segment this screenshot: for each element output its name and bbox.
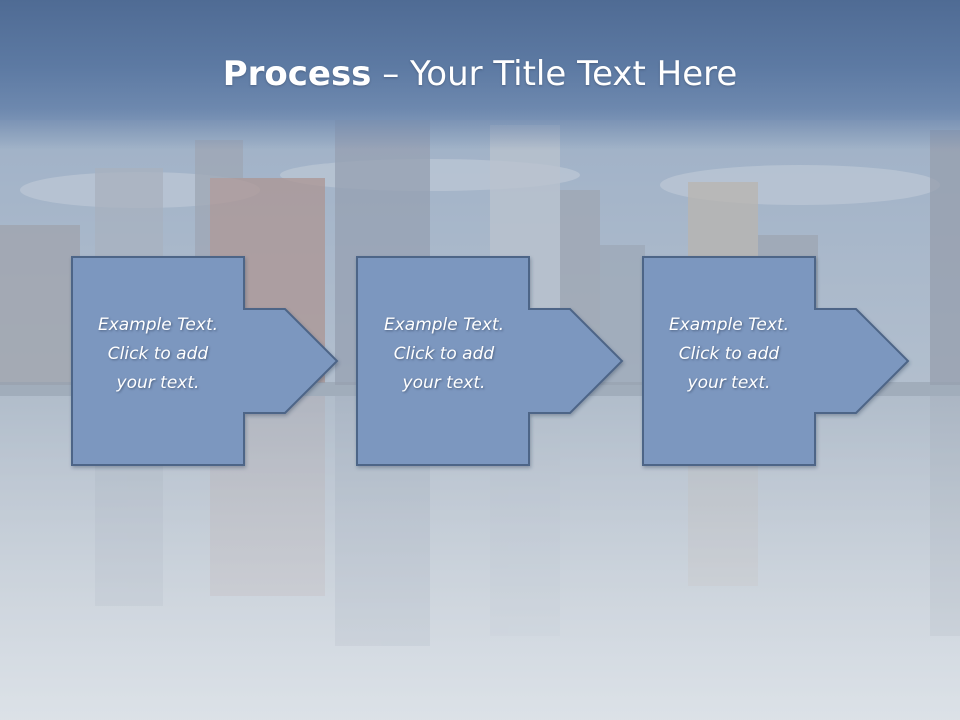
process-step-1-text[interactable]: Example Text. Click to add your text.: [97, 315, 219, 393]
process-step-2-shape[interactable]: [356, 256, 624, 466]
process-step-3-text[interactable]: Example Text. Click to add your text.: [668, 315, 790, 393]
slide-title[interactable]: Process – Your Title Text Here: [0, 52, 960, 96]
slide-title-rest: – Your Title Text Here: [371, 54, 738, 94]
title-bar: [0, 0, 960, 150]
slide-title-bold: Process: [222, 54, 372, 94]
process-step-2-text[interactable]: Example Text. Click to add your text.: [383, 315, 505, 393]
process-step-1-shape[interactable]: [71, 256, 339, 466]
process-step-3-shape[interactable]: [642, 256, 910, 466]
